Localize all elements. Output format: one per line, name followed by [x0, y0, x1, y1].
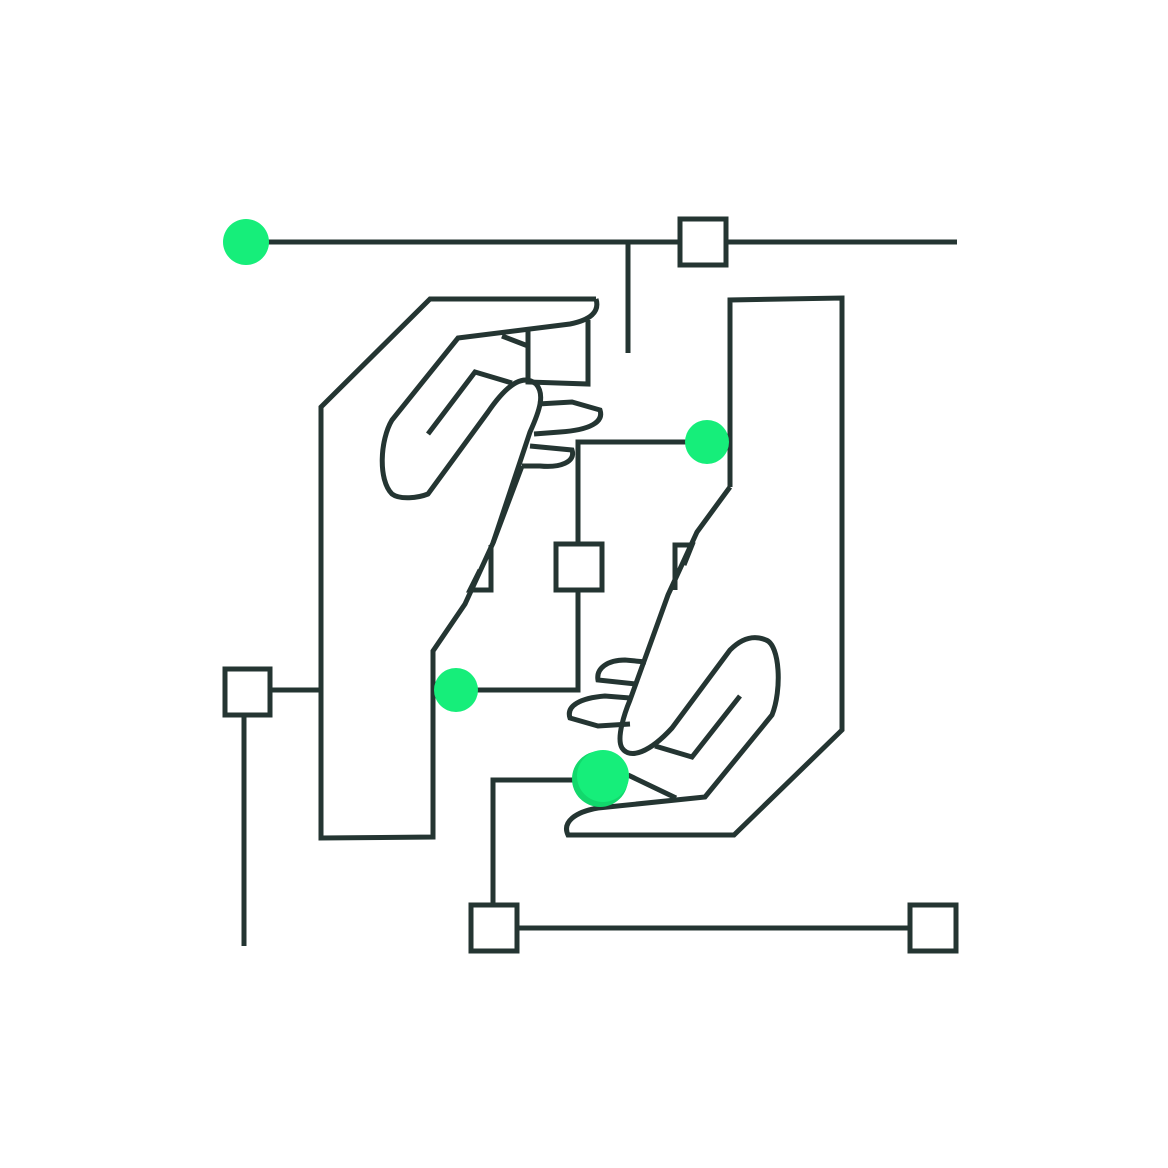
bottom-circuit-line — [490, 777, 910, 931]
right-hand-palm-line — [626, 772, 678, 801]
green-node-top-left — [223, 219, 269, 265]
square-node-left — [222, 666, 273, 718]
left-hand — [318, 296, 604, 841]
left-hand-held-block-lower — [465, 545, 494, 593]
left-hand-held-block — [501, 320, 591, 387]
square-node-top — [677, 216, 729, 268]
left-circuit-line — [241, 687, 321, 946]
green-node-middle-right — [685, 420, 729, 464]
right-hand — [564, 295, 845, 838]
right-hand-held-block — [672, 542, 696, 590]
left-hand-thumb-line — [426, 369, 513, 436]
green-node-bottom — [577, 750, 629, 802]
left-hand-fingers — [522, 399, 604, 469]
circuit-square-nodes — [222, 216, 959, 954]
right-hand-sleeve — [564, 295, 845, 838]
square-node-bottom-right — [907, 902, 959, 954]
right-hand-fingers — [566, 657, 647, 729]
right-hand-thumb-line — [654, 694, 742, 760]
left-hand-sleeve — [318, 296, 596, 841]
square-node-center — [553, 541, 605, 593]
circuit-green-nodes — [223, 219, 729, 807]
left-hand-palm — [379, 298, 600, 544]
green-node-middle-left — [434, 668, 478, 712]
square-node-bottom-left — [468, 902, 520, 954]
circuit-lines — [241, 239, 957, 946]
